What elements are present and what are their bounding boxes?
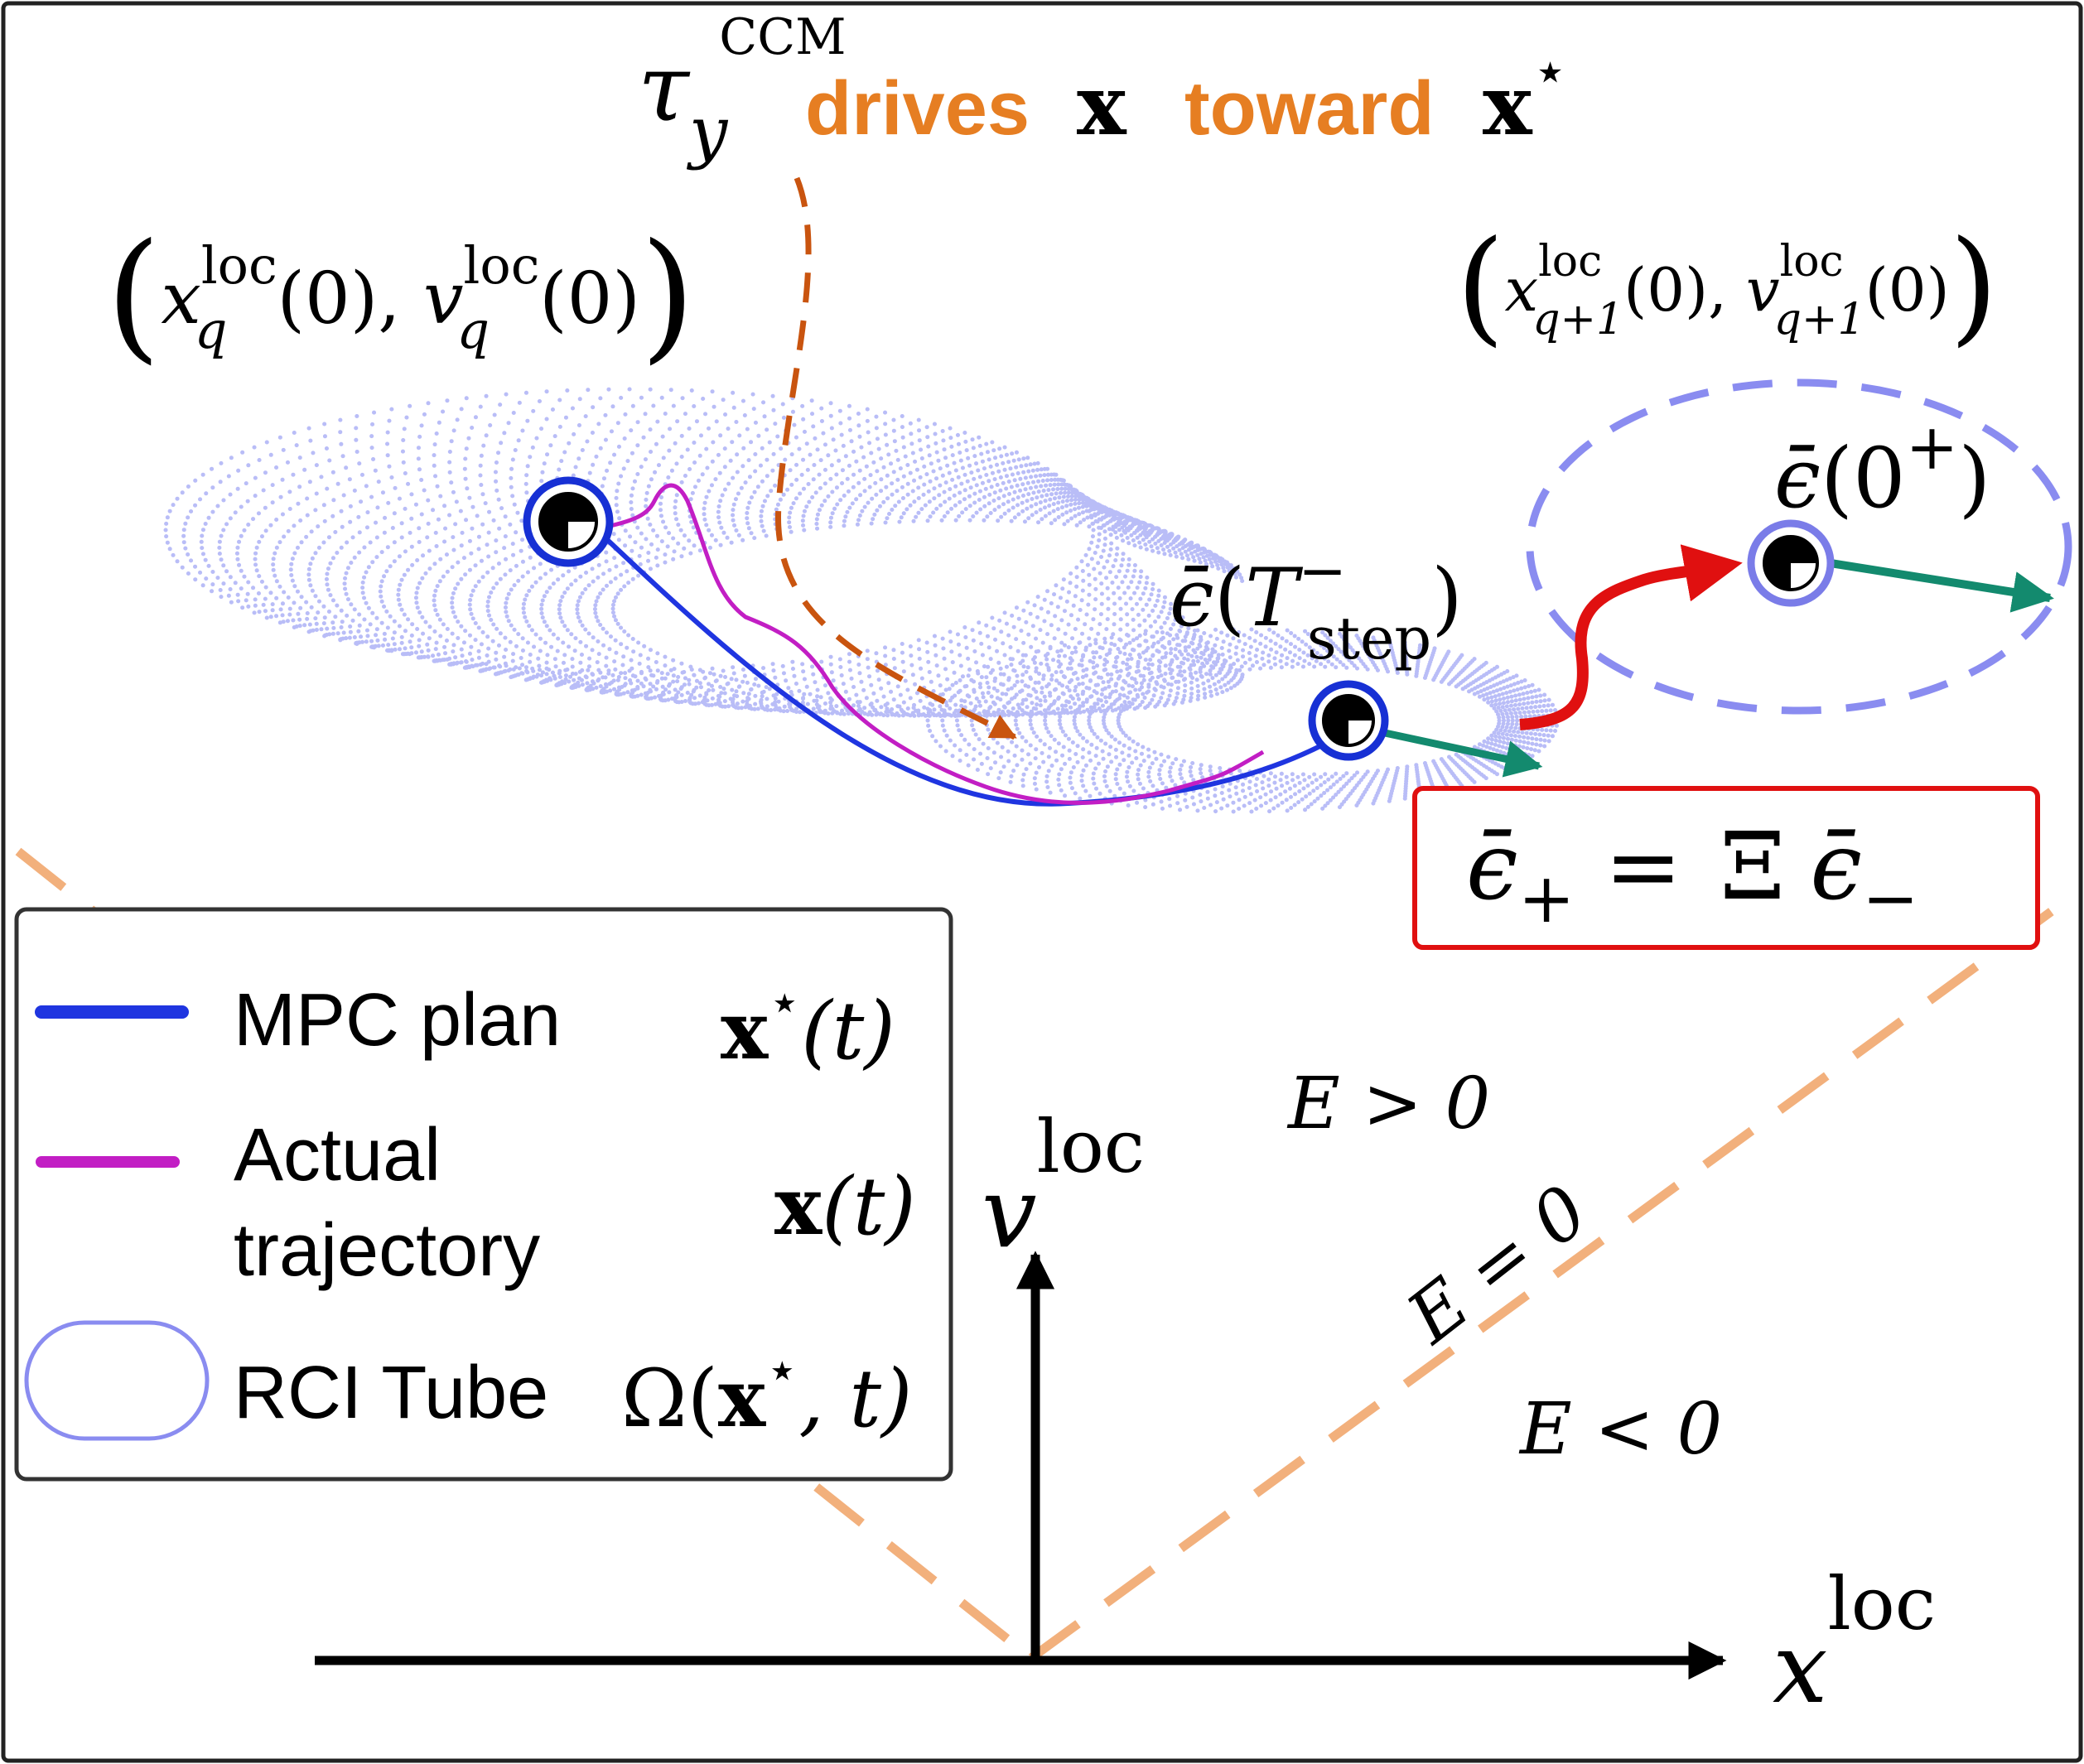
rci-tube-surface bbox=[163, 387, 1560, 814]
node-post-impact bbox=[1747, 519, 1835, 607]
actual-trajectory-curve bbox=[591, 483, 1265, 805]
legend-symbol-rci-tube: Ω(x⋆, t) bbox=[621, 1340, 912, 1445]
tau-ccm-symbol: τyCCM bbox=[638, 8, 847, 171]
legend-frame bbox=[14, 907, 953, 1482]
x-bold-symbol: x bbox=[1077, 56, 1127, 154]
legend-label-rci-tube: RCI Tube bbox=[234, 1352, 548, 1434]
post-impact-velocity-arrow bbox=[1830, 559, 2054, 613]
legend-label-actual-line1: Actual bbox=[234, 1114, 441, 1197]
impact-arrow bbox=[1519, 544, 1743, 730]
post-impact-error-label: ϵ̄(0+) bbox=[1774, 410, 1990, 527]
node-start bbox=[523, 476, 614, 567]
legend-item-actual: Actual trajectory x(t) bbox=[36, 1114, 916, 1292]
x-star-symbol: x⋆ bbox=[1483, 37, 1568, 154]
energy-boundary-right bbox=[1028, 905, 2057, 1662]
legend-label-mpc-plan: MPC plan bbox=[234, 979, 561, 1062]
legend-symbol-mpc-plan: x⋆(t) bbox=[721, 972, 895, 1077]
legend-symbol-actual: x(t) bbox=[774, 1159, 916, 1253]
legend-swatch-rci-tube bbox=[24, 1320, 210, 1441]
state-axes bbox=[315, 1251, 1727, 1680]
energy-negative-label: E < 0 bbox=[1518, 1388, 1722, 1471]
guide-arrow bbox=[775, 176, 1017, 740]
pre-impact-velocity-arrow bbox=[1384, 729, 1543, 778]
tube-dot-field bbox=[163, 387, 1560, 814]
pre-impact-error-label: ϵ̄(T−step) bbox=[1170, 537, 1463, 672]
toward-word: toward bbox=[1184, 66, 1435, 151]
post-impact-tube bbox=[1526, 378, 2072, 715]
reset-map-frame bbox=[1412, 786, 2040, 950]
legend-item-mpc-plan: MPC plan x⋆(t) bbox=[35, 972, 895, 1077]
legend-item-rci-tube: RCI Tube Ω(x⋆, t) bbox=[24, 1320, 912, 1445]
legend-label-actual-line2: trajectory bbox=[234, 1209, 540, 1292]
v-axis-label: vloc bbox=[982, 1104, 1145, 1270]
headline: τyCCM drives x toward x⋆ bbox=[638, 8, 1568, 171]
legend: MPC plan x⋆(t) Actual trajectory x(t) RC… bbox=[14, 907, 953, 1482]
node-pre-impact bbox=[1308, 680, 1389, 761]
energy-positive-label: E > 0 bbox=[1286, 1063, 1490, 1145]
x-axis-label: xloc bbox=[1773, 1561, 1936, 1725]
drives-word: drives bbox=[805, 66, 1030, 151]
mpc-plan-curve bbox=[586, 519, 1368, 807]
